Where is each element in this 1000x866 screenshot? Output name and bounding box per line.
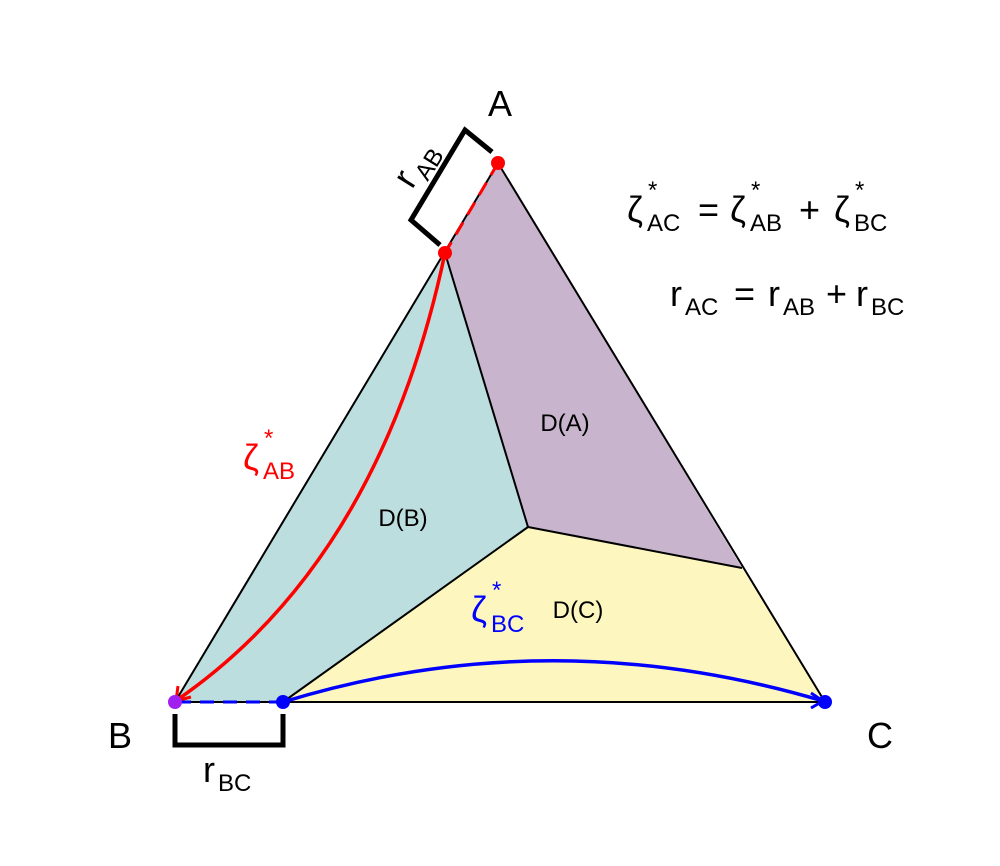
region-label-d-a: D(A) [540,410,589,437]
svg-text:*: * [492,577,501,604]
svg-text:BC: BC [491,611,524,638]
region-d-a [445,163,742,568]
vertex-label-a: A [488,83,512,124]
svg-text:AB: AB [263,458,295,485]
svg-text:BC: BC [871,294,904,321]
region-d-c [283,527,825,702]
svg-text:r: r [670,273,682,314]
svg-text:BC: BC [218,770,251,797]
svg-text:ζ: ζ [834,189,850,230]
zeta-ab-curve [176,252,447,702]
region-boundary-b-c [282,526,529,703]
svg-text:ζ: ζ [243,437,259,478]
svg-text:BC: BC [854,210,887,237]
region-boundary-a-c [527,526,743,569]
svg-text:r: r [203,749,215,790]
svg-text:=: = [724,273,765,314]
region-label-d-c: D(C) [553,597,604,624]
region-label-d-b: D(B) [378,505,427,532]
svg-text:*: * [264,425,273,452]
zeta-sum-equation: ζ * AC = ζ * AB + ζ * BC [627,177,887,237]
triangle-outline [173,161,827,703]
r-ab-label: r AB [384,144,450,194]
svg-text:AC: AC [647,210,680,237]
r-ab-bracket [407,126,494,247]
svg-text:*: * [855,177,864,204]
zeta-ab-label: ζ * AB [243,425,295,485]
svg-text:*: * [751,177,760,204]
region-boundary-a-b [444,252,529,528]
svg-text:ζ: ζ [471,589,487,630]
svg-text:AC: AC [685,294,718,321]
svg-text:r: r [768,273,780,314]
zeta-ab-dashed-segment [443,162,500,254]
svg-text:ζ: ζ [627,189,643,230]
vertex-label-c: C [867,715,893,756]
r-bc-label: r BC [203,749,251,797]
svg-text:AB: AB [783,294,815,321]
svg-text:=: = [688,189,729,230]
svg-text:+: + [816,273,857,314]
point-c [818,695,832,709]
svg-text:r: r [856,273,868,314]
zeta-bc-curve [282,659,824,704]
r-sum-equation: r AC = r AB + r BC [670,273,904,321]
zeta-bc-label: ζ * BC [471,577,524,638]
svg-text:AB: AB [750,210,782,237]
point-a-offset [438,246,452,260]
point-a [491,156,505,170]
svg-text:ζ: ζ [730,189,746,230]
point-b [168,695,182,709]
vertex-label-b: B [108,715,132,756]
point-b-offset [276,695,290,709]
r-bc-bracket [172,714,286,748]
svg-text:*: * [648,177,657,204]
svg-text:+: + [789,189,830,230]
